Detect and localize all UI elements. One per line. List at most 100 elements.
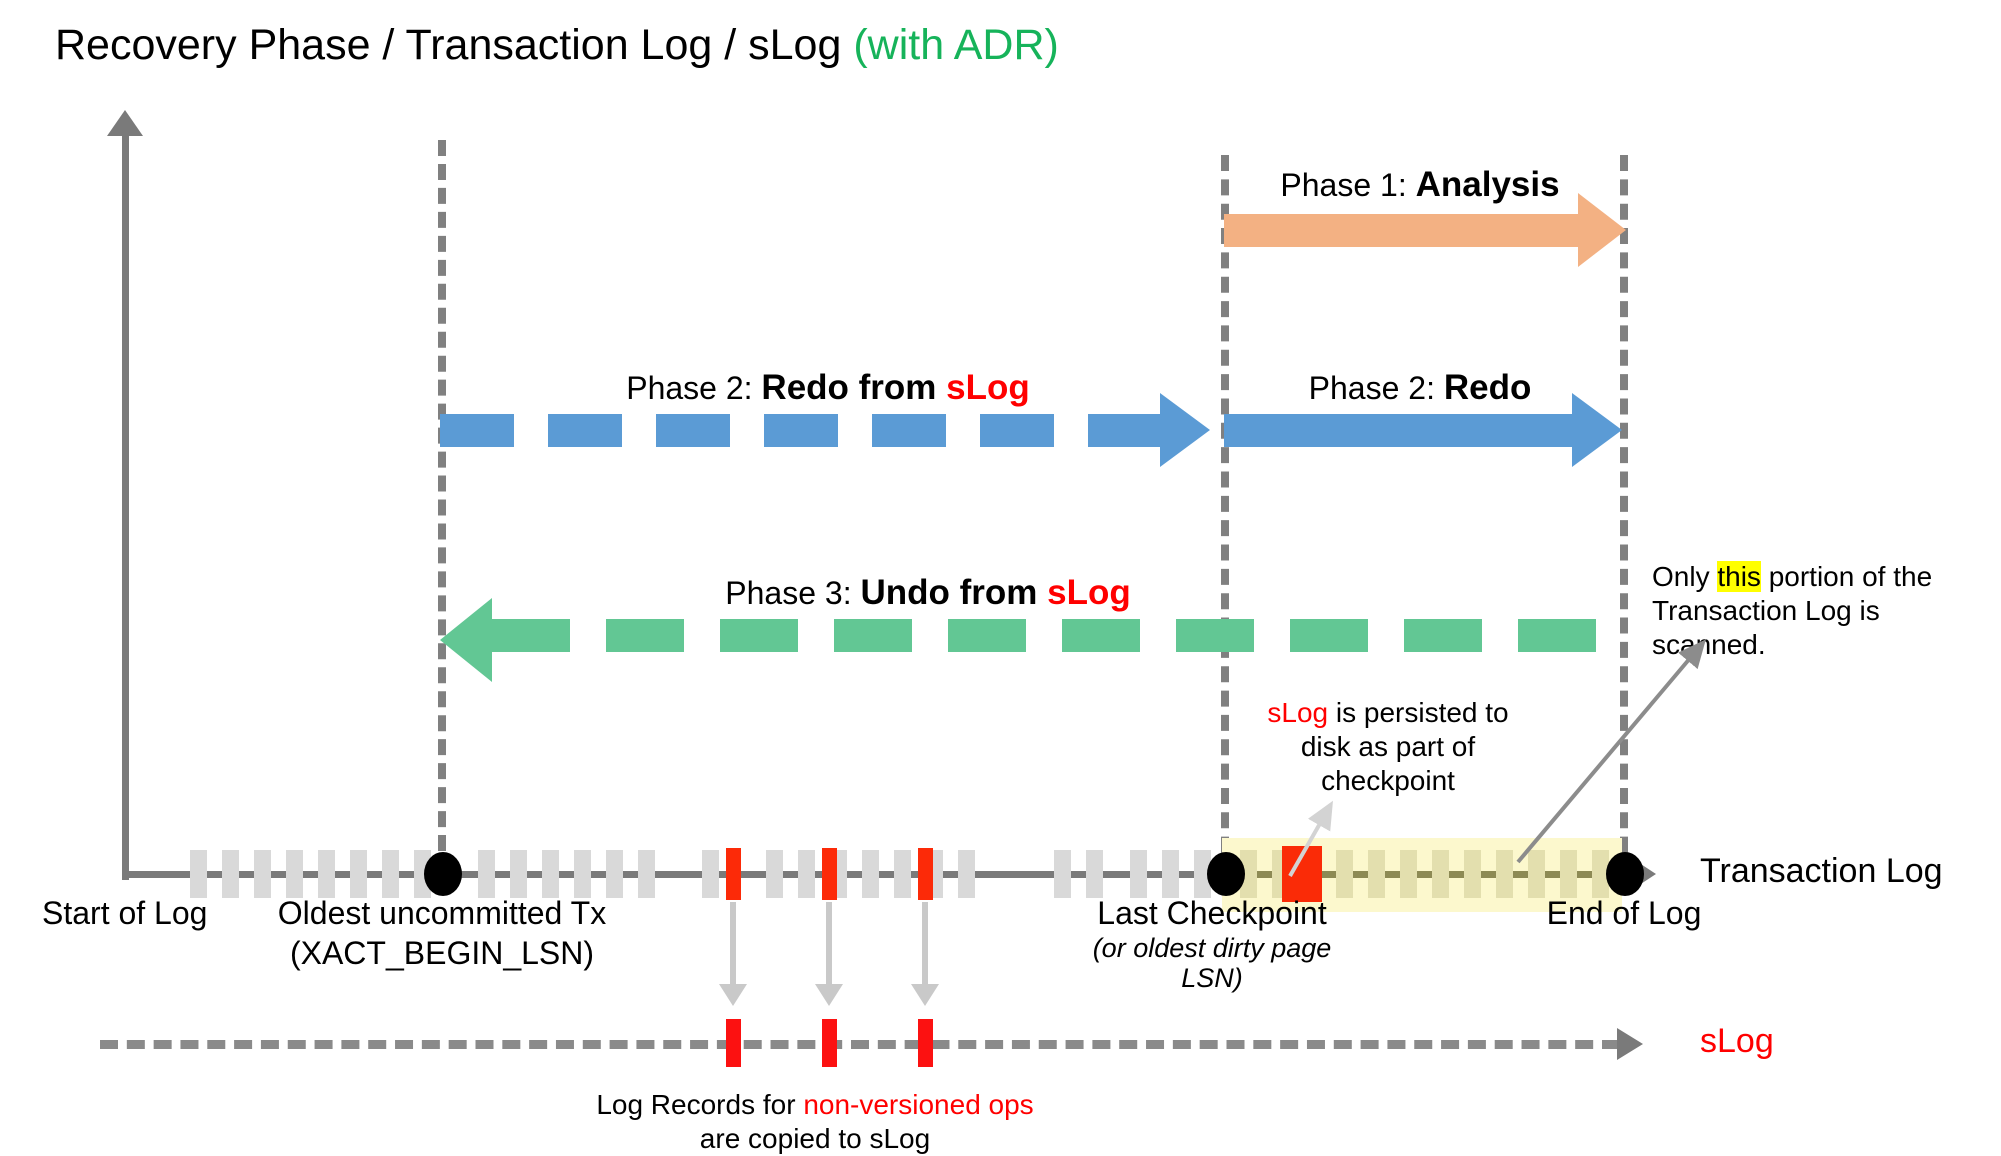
transaction-log-axis-line-scanned — [1224, 871, 1620, 878]
phase2-redo-from-slog-label: Phase 2: Redo from sLog — [626, 368, 1030, 408]
arrow-dash-segment — [1088, 414, 1162, 447]
log-record — [318, 850, 335, 898]
log-record — [958, 850, 975, 898]
phase3-name: Undo from — [860, 573, 1048, 612]
phase1-analysis-arrow-head-icon — [1578, 193, 1626, 267]
log-record — [766, 850, 783, 898]
log-record — [798, 850, 815, 898]
phase3-prefix: Phase 3: — [725, 575, 861, 611]
log-record — [510, 850, 527, 898]
callout-slog-line2: disk as part of — [1300, 731, 1476, 763]
log-record — [1496, 850, 1513, 898]
copy-to-slog-arrow-head-icon — [815, 984, 843, 1006]
copy-to-slog-arrow-head-icon — [911, 984, 939, 1006]
label-oldest-uncommitted-tx: Oldest uncommitted Tx — [277, 895, 607, 931]
guide-line-last-checkpoint — [1221, 155, 1229, 877]
callout-copied-to-slog: Log Records for non-versioned ops are co… — [596, 1088, 1033, 1156]
copy-to-slog-arrow — [826, 902, 832, 986]
callout-copy-l1-red: non-versioned ops — [803, 1089, 1034, 1120]
log-record-non-versioned — [918, 848, 933, 900]
arrow-dash-segment — [980, 414, 1054, 447]
log-record — [1400, 850, 1417, 898]
vertical-axis-arrow-icon — [107, 110, 143, 136]
log-record — [1162, 850, 1179, 898]
log-record — [1054, 850, 1071, 898]
log-record — [286, 850, 303, 898]
log-record — [222, 850, 239, 898]
callout-slog-line1: is persisted to — [1328, 697, 1509, 728]
slog-record — [918, 1019, 933, 1067]
arrow-dash-segment — [1518, 619, 1596, 652]
log-record — [606, 850, 623, 898]
log-record — [894, 850, 911, 898]
phase2a-name: Redo from — [761, 368, 947, 407]
phase2b-prefix: Phase 2: — [1308, 370, 1444, 406]
label-last-checkpoint-sub1: (or oldest dirty page — [1092, 933, 1332, 963]
log-record — [382, 850, 399, 898]
phase2-redo-label: Phase 2: Redo — [1309, 368, 1532, 408]
log-record — [1560, 850, 1577, 898]
callout-scan-l1-pre: Only — [1652, 561, 1718, 592]
page-title-main: Recovery Phase / Transaction Log / sLog — [55, 21, 854, 69]
arrow-dash-segment — [656, 414, 730, 447]
log-record — [862, 850, 879, 898]
phase1-name: Analysis — [1415, 165, 1560, 204]
log-record — [350, 850, 367, 898]
log-record — [1368, 850, 1385, 898]
log-record — [478, 850, 495, 898]
log-record — [542, 850, 559, 898]
callout-scan-l1-post: portion of the — [1760, 561, 1933, 592]
arrow-dash-segment — [606, 619, 684, 652]
label-last-checkpoint-sub2: LSN) — [1181, 963, 1243, 993]
slog-axis-label: sLog — [1700, 1022, 1774, 1060]
log-record-non-versioned — [822, 848, 837, 900]
slog-checkpoint-record — [1282, 846, 1322, 902]
log-record — [1240, 850, 1257, 898]
log-record — [190, 850, 207, 898]
arrow-dash-segment — [440, 414, 514, 447]
phase3-undo-from-slog-label: Phase 3: Undo from sLog — [725, 573, 1130, 613]
vertical-axis-line — [122, 125, 129, 880]
phase2b-name: Redo — [1443, 368, 1532, 407]
slog-record — [726, 1019, 741, 1067]
arrow-dash-segment — [492, 619, 570, 652]
callout-copy-l2: are copied to sLog — [699, 1123, 931, 1155]
guide-line-xact-begin-lsn — [438, 140, 446, 875]
log-record — [1086, 850, 1103, 898]
transaction-log-axis-label: Transaction Log — [1700, 852, 1943, 890]
log-record-non-versioned — [726, 848, 741, 900]
phase2-redo-arrow-body — [1224, 414, 1586, 447]
callout-slog-line3: checkpoint — [1321, 765, 1455, 797]
callout-scanned-portion: Only this portion of the Transaction Log… — [1652, 560, 2001, 662]
phase3-undo-from-slog-arrow-body — [492, 619, 1620, 652]
copy-to-slog-arrow — [730, 902, 736, 986]
log-record — [1528, 850, 1545, 898]
log-record — [702, 850, 719, 898]
arrow-dash-segment — [872, 414, 946, 447]
arrow-dash-segment — [720, 619, 798, 652]
phase1-label: Phase 1: Analysis — [1280, 165, 1559, 205]
page-title-adr: (with ADR) — [853, 21, 1059, 69]
log-record — [1130, 850, 1147, 898]
phase2-redo-arrow-head-icon — [1572, 393, 1622, 467]
arrow-dash-segment — [948, 619, 1026, 652]
arrow-dash-segment — [1176, 619, 1254, 652]
label-end-of-log: End of Log — [1546, 895, 1702, 931]
callout-slog-persisted: sLog is persisted to disk as part of che… — [1267, 696, 1508, 798]
callout-scan-highlight: this — [1717, 561, 1761, 592]
callout-scan-l2: Transaction Log is scanned. — [1652, 595, 1880, 661]
guide-line-end-of-log — [1620, 155, 1628, 877]
log-record — [1336, 850, 1353, 898]
phase2-redo-from-slog-arrow-body — [440, 414, 1162, 447]
slog-record — [822, 1019, 837, 1067]
arrow-dash-segment — [1404, 619, 1482, 652]
phase2a-name-suffix: sLog — [946, 368, 1030, 407]
log-record — [254, 850, 271, 898]
phase1-analysis-arrow-body — [1224, 214, 1590, 247]
log-record — [1194, 850, 1211, 898]
phase3-undo-from-slog-arrow-head-icon — [440, 598, 492, 682]
log-record — [638, 850, 655, 898]
page-title: Recovery Phase / Transaction Log / sLog … — [55, 21, 1059, 69]
log-record — [574, 850, 591, 898]
arrow-dash-segment — [1290, 619, 1368, 652]
